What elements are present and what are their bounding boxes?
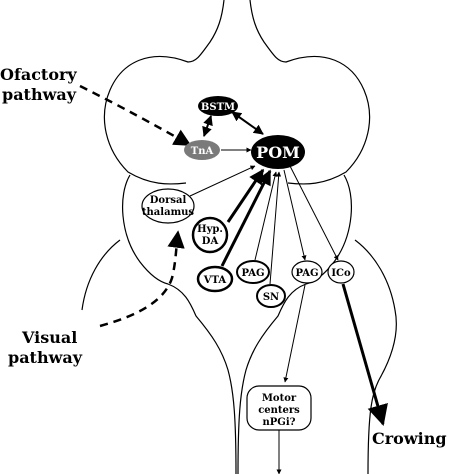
node-dorsal-thalamus: Dorsal thalamus: [141, 188, 195, 224]
node-motor-centers: Motor centers nPGi?: [246, 385, 312, 431]
arrow-pom-ico: [289, 165, 339, 261]
node-bstm: BSTM: [198, 96, 238, 116]
olfactory-label-line1: Ofactory: [0, 65, 77, 84]
visual-label-line1: Visual: [21, 328, 77, 347]
node-hyp-da: Hyp. DA: [191, 216, 229, 254]
node-vta: VTA: [196, 265, 234, 293]
node-sn-label: SN: [263, 292, 279, 303]
node-bstm-label: BSTM: [201, 102, 235, 113]
arrow-hypda-pom: [226, 168, 265, 223]
node-ico: ICo: [327, 260, 355, 284]
node-pom: POM: [251, 135, 305, 169]
node-hyp-da-line1: Hyp.: [197, 224, 223, 235]
node-tna: TnA: [184, 140, 220, 160]
node-sn: SN: [256, 284, 286, 308]
arrow-pom-pag: [283, 169, 307, 261]
node-motor-line1: Motor: [262, 393, 297, 404]
olfactory-label-line2: pathway: [2, 85, 77, 104]
connections: [189, 111, 388, 474]
node-pag-right-label: PAG: [295, 268, 318, 279]
arrow-pag-motor: [283, 284, 306, 383]
node-vta-label: VTA: [203, 275, 227, 286]
arrow-vta-pom: [220, 169, 272, 267]
olfactory-pathway-arrow: [79, 84, 192, 147]
node-motor-line2: centers: [258, 405, 300, 416]
node-pom-label: POM: [256, 143, 300, 162]
node-pag-left: PAG: [236, 260, 270, 284]
node-pag-left-label: PAG: [241, 268, 264, 279]
node-hyp-da-line2: DA: [202, 236, 219, 247]
arrow-ico-crowing: [341, 283, 388, 427]
node-pag-right: PAG: [291, 260, 323, 284]
arrow-pag-pom: [254, 171, 278, 261]
visual-pathway-arrow: [99, 230, 185, 328]
brain-outline: [81, 0, 397, 474]
crowing-label: Crowing: [372, 429, 447, 448]
arrow-bstm-pom: [231, 111, 264, 135]
arrow-bstm-tna: [202, 115, 213, 137]
node-ico-label: ICo: [331, 268, 351, 279]
node-dorsal-thalamus-line1: Dorsal: [150, 195, 187, 206]
visual-label-line2: pathway: [8, 348, 83, 367]
node-dorsal-thalamus-line2: thalamus: [142, 207, 194, 218]
node-tna-label: TnA: [191, 146, 214, 157]
node-motor-line3: nPGi?: [263, 417, 296, 428]
arrow-sn-pom: [269, 171, 282, 285]
arrow-thalamus-pom: [189, 165, 256, 197]
